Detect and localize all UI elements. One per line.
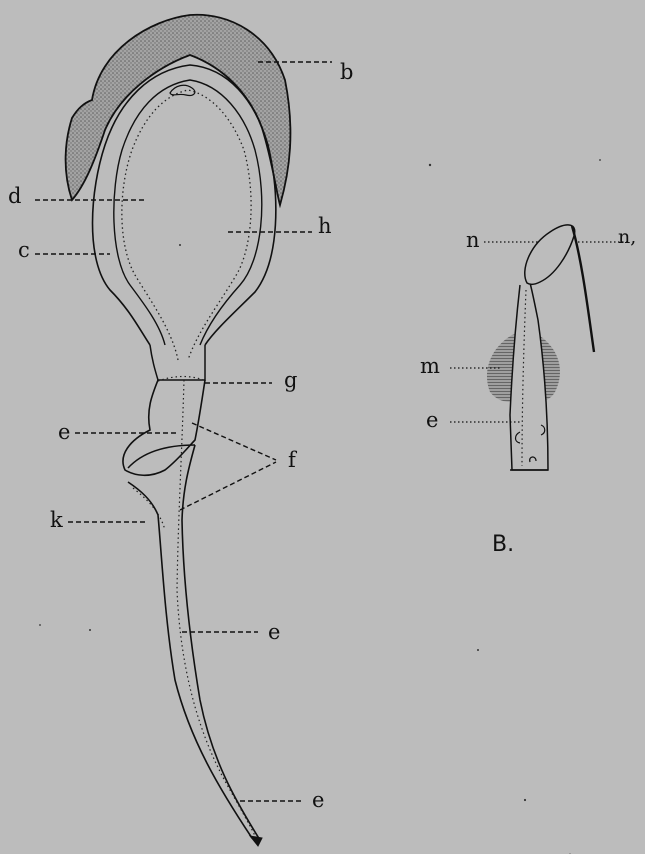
label-b: b	[340, 62, 353, 83]
panel-b-flagellum-n1	[572, 226, 594, 352]
inner-membrane	[114, 80, 262, 345]
label-g: g	[284, 370, 297, 391]
leader-f-top	[192, 423, 276, 460]
label-d: d	[8, 186, 21, 207]
tail-left-edge	[128, 482, 252, 838]
label-e-upper: e	[58, 422, 70, 443]
label-m: m	[420, 356, 440, 377]
panel-b-caption: B.	[492, 532, 514, 557]
nucleus-dotted-h	[122, 90, 251, 360]
label-c: c	[18, 240, 30, 261]
label-h: h	[318, 216, 332, 237]
label-e-middle: e	[268, 622, 280, 643]
tail-right-edge	[182, 445, 260, 840]
neck-g	[150, 345, 205, 380]
outer-membrane-c	[93, 65, 276, 345]
panel-b-head-n	[525, 225, 575, 284]
label-e-b: e	[426, 410, 438, 431]
tail-tip	[250, 836, 262, 846]
label-f: f	[288, 450, 296, 471]
label-k: k	[50, 510, 63, 531]
apex-mark	[170, 85, 195, 95]
tail-inner-dotted	[133, 488, 165, 530]
label-n1: n,	[618, 228, 636, 247]
tail-axial-dotted	[177, 380, 256, 838]
label-n: n	[466, 230, 480, 251]
oblique-segment	[128, 445, 195, 468]
label-e-lower: e	[312, 790, 324, 811]
leader-f-bottom	[180, 462, 276, 510]
panel-b-body	[510, 283, 548, 470]
paper-specks	[39, 159, 601, 854]
cap-stipple-b	[66, 15, 291, 205]
